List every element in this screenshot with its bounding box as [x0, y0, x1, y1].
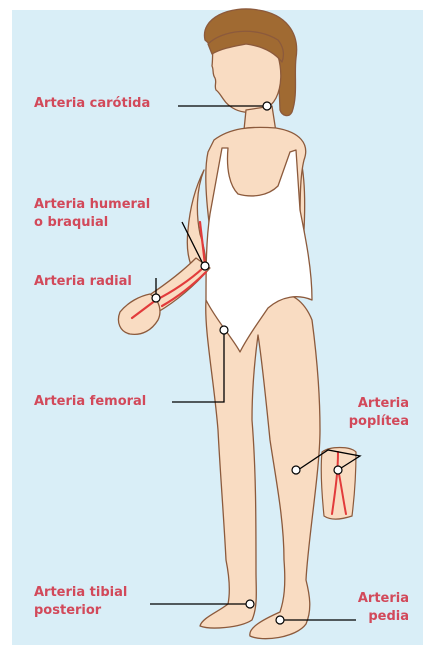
popliteal-inset-point	[334, 466, 342, 474]
tibial-point	[246, 600, 254, 608]
label-popliteal-artery: Arteria poplítea	[349, 395, 409, 431]
label-radial-artery: Arteria radial	[34, 273, 132, 291]
label-carotid-artery: Arteria carótida	[34, 95, 150, 113]
label-popliteal-line2: poplítea	[349, 413, 409, 431]
pedia-point	[276, 616, 284, 624]
label-humeral-line1: Arteria humeral	[34, 196, 150, 214]
label-radial-text: Arteria radial	[34, 273, 132, 291]
label-tibial-line2: posterior	[34, 602, 127, 620]
label-carotid-text: Arteria carótida	[34, 95, 150, 113]
radial-point	[152, 294, 160, 302]
label-popliteal-line1: Arteria	[349, 395, 409, 413]
label-posterior-tibial-artery: Arteria tibial posterior	[34, 584, 127, 620]
label-femoral-artery: Arteria femoral	[34, 393, 146, 411]
label-humeral-line2: o braquial	[34, 214, 150, 232]
label-pedia-line2: pedia	[358, 608, 409, 626]
carotid-point	[263, 102, 271, 110]
femoral-point	[220, 326, 228, 334]
label-pedal-artery: Arteria pedia	[358, 590, 409, 626]
humeral-point	[201, 262, 209, 270]
popliteal-point	[292, 466, 300, 474]
label-humeral-artery: Arteria humeral o braquial	[34, 196, 150, 232]
knee-inset	[321, 448, 356, 520]
label-tibial-line1: Arteria tibial	[34, 584, 127, 602]
label-femoral-text: Arteria femoral	[34, 393, 146, 411]
label-pedia-line1: Arteria	[358, 590, 409, 608]
